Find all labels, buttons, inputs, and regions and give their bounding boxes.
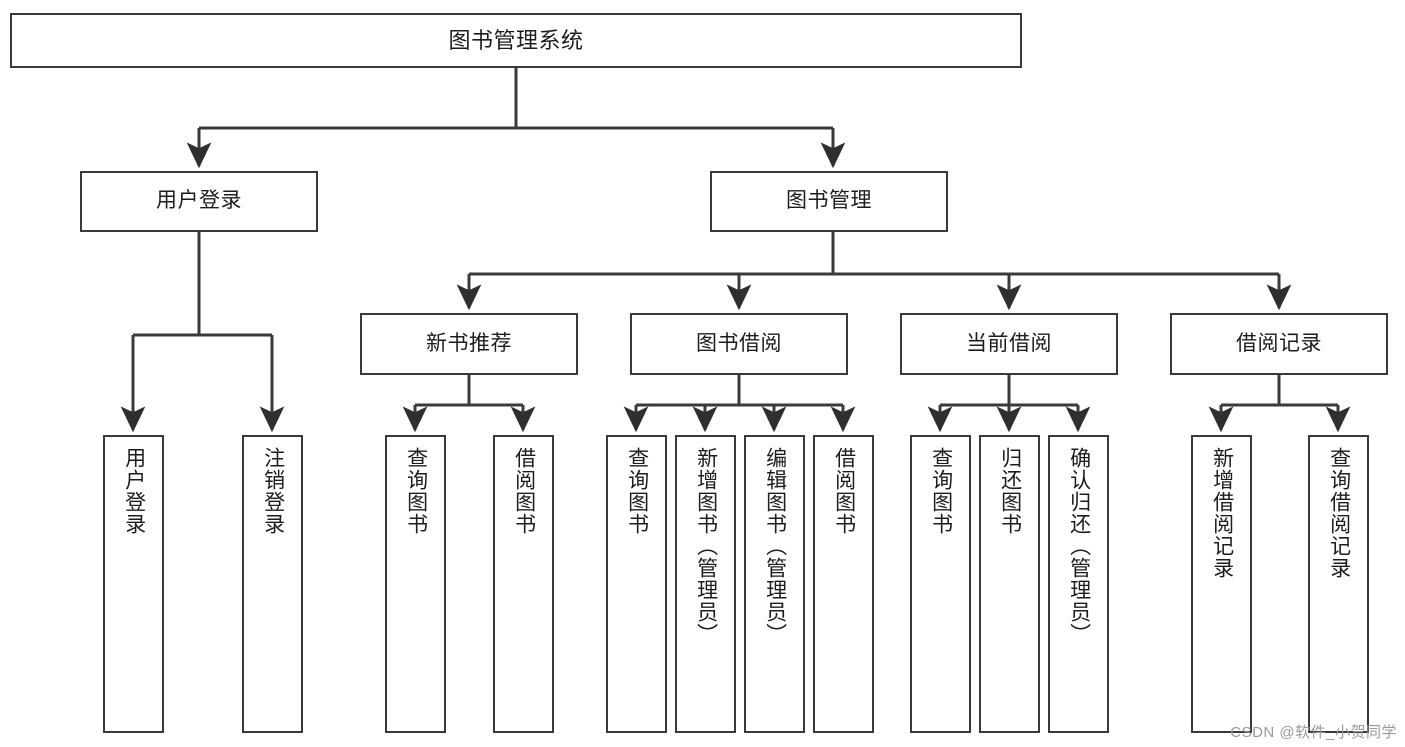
node-leaf-confirm-return[interactable]: 确认归还（管理员） [1048, 435, 1109, 733]
node-leaf-query-book-1[interactable]: 查询图书 [385, 435, 446, 733]
node-leaf-edit-book-label: 编辑图书（管理员） [763, 447, 787, 645]
node-leaf-return-book[interactable]: 归还图书 [979, 435, 1040, 733]
node-root[interactable]: 图书管理系统 [10, 13, 1022, 68]
node-leaf-user-login-label: 用户登录 [122, 447, 146, 535]
node-leaf-query-book-2-label: 查询图书 [625, 447, 649, 535]
node-user-login[interactable]: 用户登录 [80, 171, 318, 232]
node-borrow-record[interactable]: 借阅记录 [1170, 313, 1388, 375]
node-book-borrow[interactable]: 图书借阅 [630, 313, 848, 375]
node-current-borrow[interactable]: 当前借阅 [900, 313, 1118, 375]
node-leaf-borrow-book-2[interactable]: 借阅图书 [813, 435, 874, 733]
node-current-borrow-label: 当前借阅 [966, 331, 1052, 355]
node-book-manage[interactable]: 图书管理 [710, 171, 948, 232]
node-leaf-add-book-label: 新增图书（管理员） [694, 447, 718, 645]
node-leaf-logout-label: 注销登录 [261, 447, 285, 535]
node-leaf-query-book-3-label: 查询图书 [929, 447, 953, 535]
node-leaf-query-book-2[interactable]: 查询图书 [606, 435, 667, 733]
node-leaf-confirm-return-label: 确认归还（管理员） [1067, 447, 1091, 645]
node-leaf-add-record-label: 新增借阅记录 [1210, 447, 1234, 579]
node-leaf-return-book-label: 归还图书 [998, 447, 1022, 535]
node-leaf-edit-book[interactable]: 编辑图书（管理员） [744, 435, 805, 733]
node-leaf-add-record[interactable]: 新增借阅记录 [1191, 435, 1252, 733]
node-leaf-query-record[interactable]: 查询借阅记录 [1308, 435, 1369, 733]
node-borrow-record-label: 借阅记录 [1236, 331, 1322, 355]
node-root-label: 图书管理系统 [448, 27, 584, 53]
node-leaf-user-login[interactable]: 用户登录 [103, 435, 164, 733]
node-leaf-add-book[interactable]: 新增图书（管理员） [675, 435, 736, 733]
node-new-book-rec-label: 新书推荐 [426, 331, 512, 355]
node-leaf-borrow-book-1-label: 借阅图书 [512, 447, 536, 535]
node-leaf-query-book-1-label: 查询图书 [404, 447, 428, 535]
node-book-borrow-label: 图书借阅 [696, 331, 782, 355]
node-leaf-query-record-label: 查询借阅记录 [1327, 447, 1351, 579]
node-leaf-logout[interactable]: 注销登录 [242, 435, 303, 733]
node-book-manage-label: 图书管理 [786, 189, 872, 213]
node-leaf-query-book-3[interactable]: 查询图书 [910, 435, 971, 733]
watermark-text: CSDN @软件_小贺同学 [1230, 724, 1397, 741]
node-new-book-rec[interactable]: 新书推荐 [360, 313, 578, 375]
node-user-login-label: 用户登录 [156, 189, 242, 213]
node-leaf-borrow-book-1[interactable]: 借阅图书 [493, 435, 554, 733]
node-leaf-borrow-book-2-label: 借阅图书 [832, 447, 856, 535]
